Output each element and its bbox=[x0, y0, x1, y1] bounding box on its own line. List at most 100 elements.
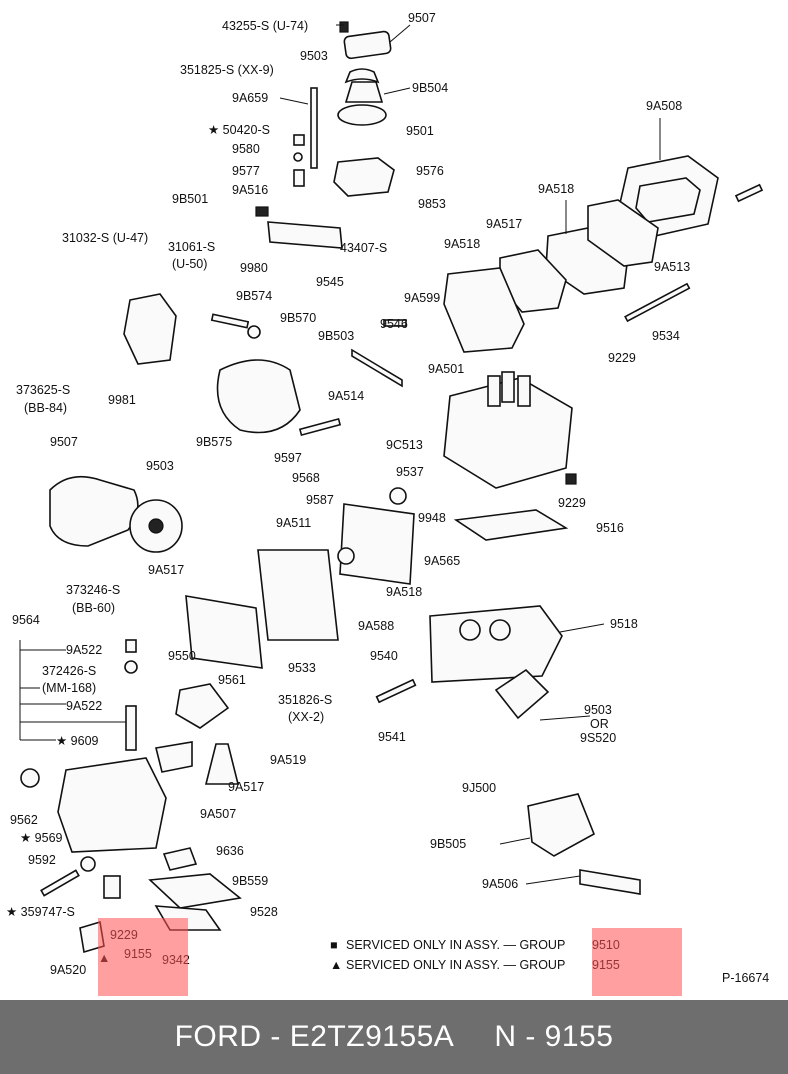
label: 9229 bbox=[608, 351, 636, 365]
main-body bbox=[389, 371, 577, 541]
label: 9516 bbox=[596, 521, 624, 535]
label: 9568 bbox=[292, 471, 320, 485]
footer-part-number: N - 9155 bbox=[494, 1020, 614, 1053]
label: 9948 bbox=[418, 511, 446, 525]
label: 9980 bbox=[240, 261, 268, 275]
label: 372426-S bbox=[42, 664, 96, 678]
label: 9B503 bbox=[318, 329, 354, 343]
label: 31061-S bbox=[168, 240, 215, 254]
label: 9A659 bbox=[232, 91, 268, 105]
label: 9564 bbox=[12, 613, 40, 627]
label: 9503 bbox=[584, 703, 612, 717]
label: P-16674 bbox=[722, 971, 769, 985]
label: 9518 bbox=[610, 617, 638, 631]
label: 9503 bbox=[146, 459, 174, 473]
label: 9B559 bbox=[232, 874, 268, 888]
legend-symbol: ▲ bbox=[330, 958, 342, 972]
label: 9528 bbox=[250, 905, 278, 919]
part-labels: 43255-S (U-74) 9507 351825-S (XX-9) 9503… bbox=[6, 11, 769, 985]
label: 9A518 bbox=[538, 182, 574, 196]
label: 9A588 bbox=[358, 619, 394, 633]
exploded-carburetor-diagram: 43255-S (U-74) 9507 351825-S (XX-9) 9503… bbox=[6, 11, 769, 985]
label: 9A501 bbox=[428, 362, 464, 376]
footer-brand: FORD - E2TZ9155A bbox=[174, 1020, 455, 1053]
label: 43255-S (U-74) bbox=[222, 19, 308, 33]
label: 9B574 bbox=[236, 289, 272, 303]
fuel-bowl-parts bbox=[20, 639, 242, 954]
pump-parts bbox=[49, 475, 183, 553]
label: ★ 9609 bbox=[56, 734, 99, 748]
label: 9B570 bbox=[280, 311, 316, 325]
label: 9550 bbox=[168, 649, 196, 663]
legend-symbol: ■ bbox=[330, 938, 338, 952]
label: OR bbox=[590, 717, 609, 731]
label: 9853 bbox=[418, 197, 446, 211]
footer-bar: FORD - E2TZ9155A N - 9155 bbox=[0, 1000, 788, 1074]
label: 9540 bbox=[370, 649, 398, 663]
label: 9580 bbox=[232, 142, 260, 156]
label: 9507 bbox=[50, 435, 78, 449]
label: 9A517 bbox=[148, 563, 184, 577]
label: 9541 bbox=[378, 730, 406, 744]
label: 9A507 bbox=[200, 807, 236, 821]
label: 9A517 bbox=[228, 780, 264, 794]
label: 373625-S bbox=[16, 383, 70, 397]
label: ★ 50420-S bbox=[208, 123, 270, 137]
label: 9A506 bbox=[482, 877, 518, 891]
label: 9B501 bbox=[172, 192, 208, 206]
metering-parts bbox=[185, 503, 563, 720]
air-horn-parts bbox=[443, 155, 764, 353]
label: 9A508 bbox=[646, 99, 682, 113]
label: 31032-S (U-47) bbox=[62, 231, 148, 245]
label: 9C513 bbox=[386, 438, 423, 452]
label: 9A520 bbox=[50, 963, 86, 977]
label: 9A518 bbox=[386, 585, 422, 599]
label: 9B505 bbox=[430, 837, 466, 851]
label: 9507 bbox=[408, 11, 436, 25]
label: 9B504 bbox=[412, 81, 448, 95]
label: 9577 bbox=[232, 164, 260, 178]
leader-lines bbox=[19, 24, 661, 885]
label: 9A516 bbox=[232, 183, 268, 197]
label: (XX-2) bbox=[288, 710, 324, 724]
legend-text: SERVICED ONLY IN ASSY. — GROUP bbox=[346, 958, 565, 972]
label: 9A522 bbox=[66, 643, 102, 657]
label: 9562 bbox=[10, 813, 38, 827]
legend-text: SERVICED ONLY IN ASSY. — GROUP bbox=[346, 938, 565, 952]
label: 351825-S (XX-9) bbox=[180, 63, 274, 77]
choke-parts bbox=[123, 293, 407, 437]
label: 9636 bbox=[216, 844, 244, 858]
label: 9J500 bbox=[462, 781, 496, 795]
label: 373246-S bbox=[66, 583, 120, 597]
label: (BB-84) bbox=[24, 401, 67, 415]
legend: ■ SERVICED ONLY IN ASSY. — GROUP 9510 ▲ … bbox=[330, 938, 620, 972]
label: 9561 bbox=[218, 673, 246, 687]
label: 9A522 bbox=[66, 699, 102, 713]
label: 9981 bbox=[108, 393, 136, 407]
label: 9229 bbox=[558, 496, 586, 510]
label: ★ 9569 bbox=[20, 831, 63, 845]
highlight-group-legend bbox=[592, 928, 682, 996]
label: 9S520 bbox=[580, 731, 616, 745]
label: 9534 bbox=[652, 329, 680, 343]
label: ★ 359747-S bbox=[6, 905, 75, 919]
label: 9A513 bbox=[654, 260, 690, 274]
label: 9A517 bbox=[486, 217, 522, 231]
label: 9587 bbox=[306, 493, 334, 507]
label: 9A514 bbox=[328, 389, 364, 403]
label: 9545 bbox=[316, 275, 344, 289]
label: 9576 bbox=[416, 164, 444, 178]
label: 9533 bbox=[288, 661, 316, 675]
label: (BB-60) bbox=[72, 601, 115, 615]
label: 9597 bbox=[274, 451, 302, 465]
label: 9B575 bbox=[196, 435, 232, 449]
label: 9A518 bbox=[444, 237, 480, 251]
label: 9A519 bbox=[270, 753, 306, 767]
label: 9A511 bbox=[276, 516, 311, 530]
label: (MM-168) bbox=[42, 681, 96, 695]
label: 9503 bbox=[300, 49, 328, 63]
throttle-parts bbox=[527, 793, 641, 895]
label: 9A565 bbox=[424, 554, 460, 568]
top-cover-parts bbox=[255, 21, 395, 249]
label: 351826-S bbox=[278, 693, 332, 707]
